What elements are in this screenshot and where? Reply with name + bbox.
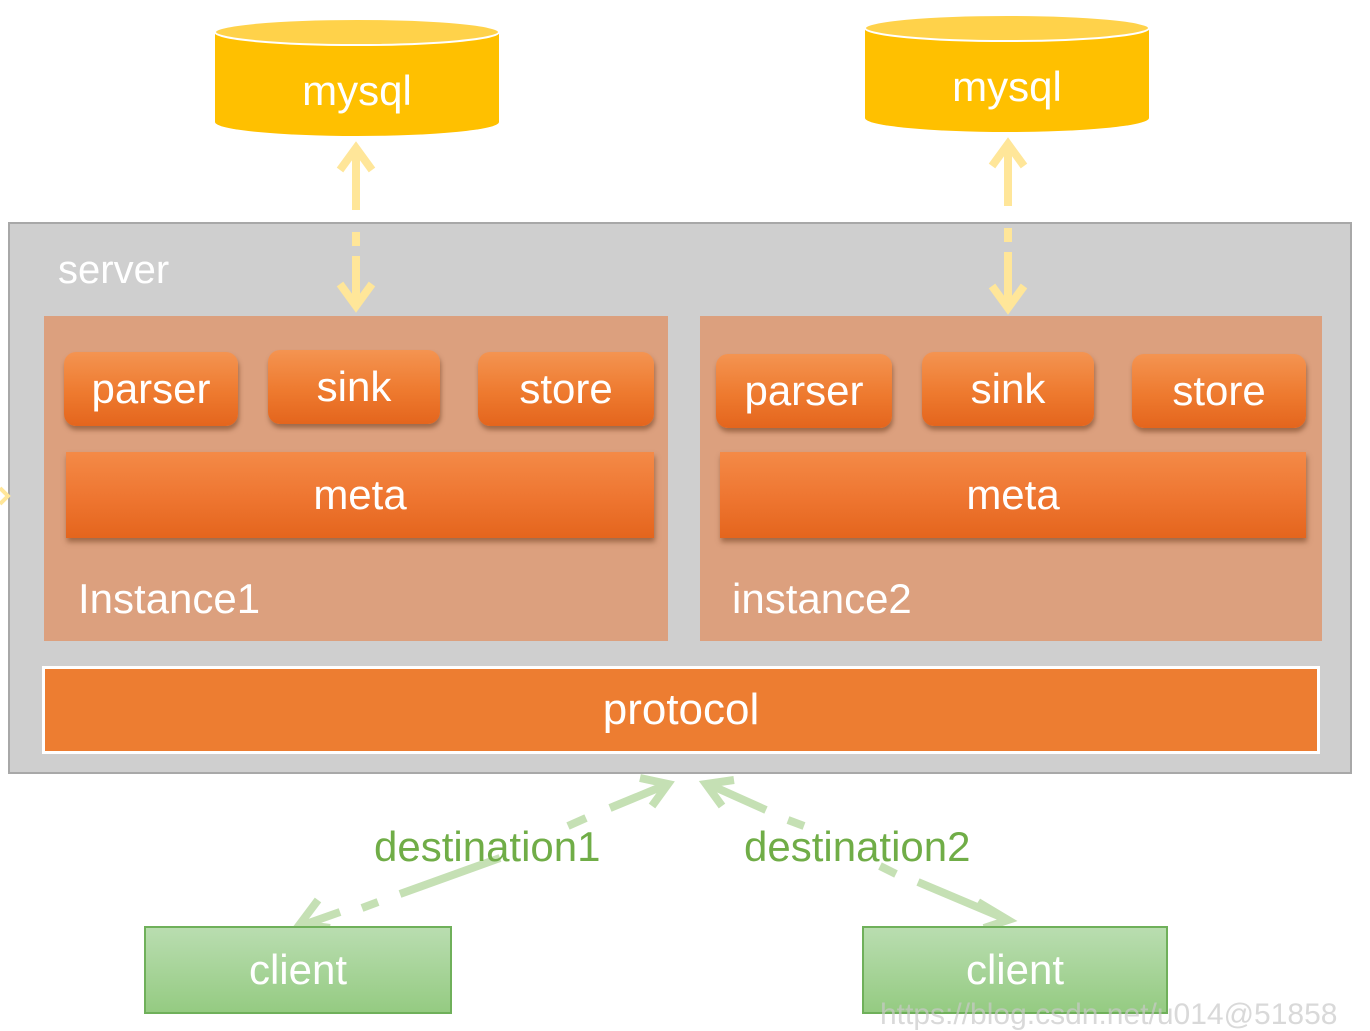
instance-1-meta: meta <box>66 452 654 538</box>
client-1-box: client <box>144 926 452 1014</box>
mysql-label: mysql <box>302 67 412 114</box>
protocol-bar: protocol <box>42 666 1320 754</box>
mysql-database-1: mysql <box>214 18 500 142</box>
database-cylinder-icon <box>864 14 1150 132</box>
destination-1-label: destination1 <box>374 823 601 870</box>
edge-arrow-tip <box>0 486 11 506</box>
instance-1-store: store <box>478 352 654 426</box>
instance-1-label: Instance1 <box>78 575 261 622</box>
instance-2-meta: meta <box>720 452 1306 538</box>
server-label: server <box>58 248 170 292</box>
instance-2-sink: sink <box>922 352 1094 426</box>
client-2-box: client <box>862 926 1168 1014</box>
mysql-database-2: mysql <box>864 14 1150 138</box>
instance-2-store: store <box>1132 354 1306 428</box>
instance-2-label: instance2 <box>732 575 912 622</box>
destination-2-label: destination2 <box>744 823 971 870</box>
instance-1-sink: sink <box>268 350 440 424</box>
watermark: https://blog.csdn.net/u014@51858 <box>880 998 1338 1031</box>
database-cylinder-icon <box>214 18 500 136</box>
instance-1-parser: parser <box>64 352 238 426</box>
instance-2-parser: parser <box>716 354 892 428</box>
mysql-label: mysql <box>952 63 1062 110</box>
